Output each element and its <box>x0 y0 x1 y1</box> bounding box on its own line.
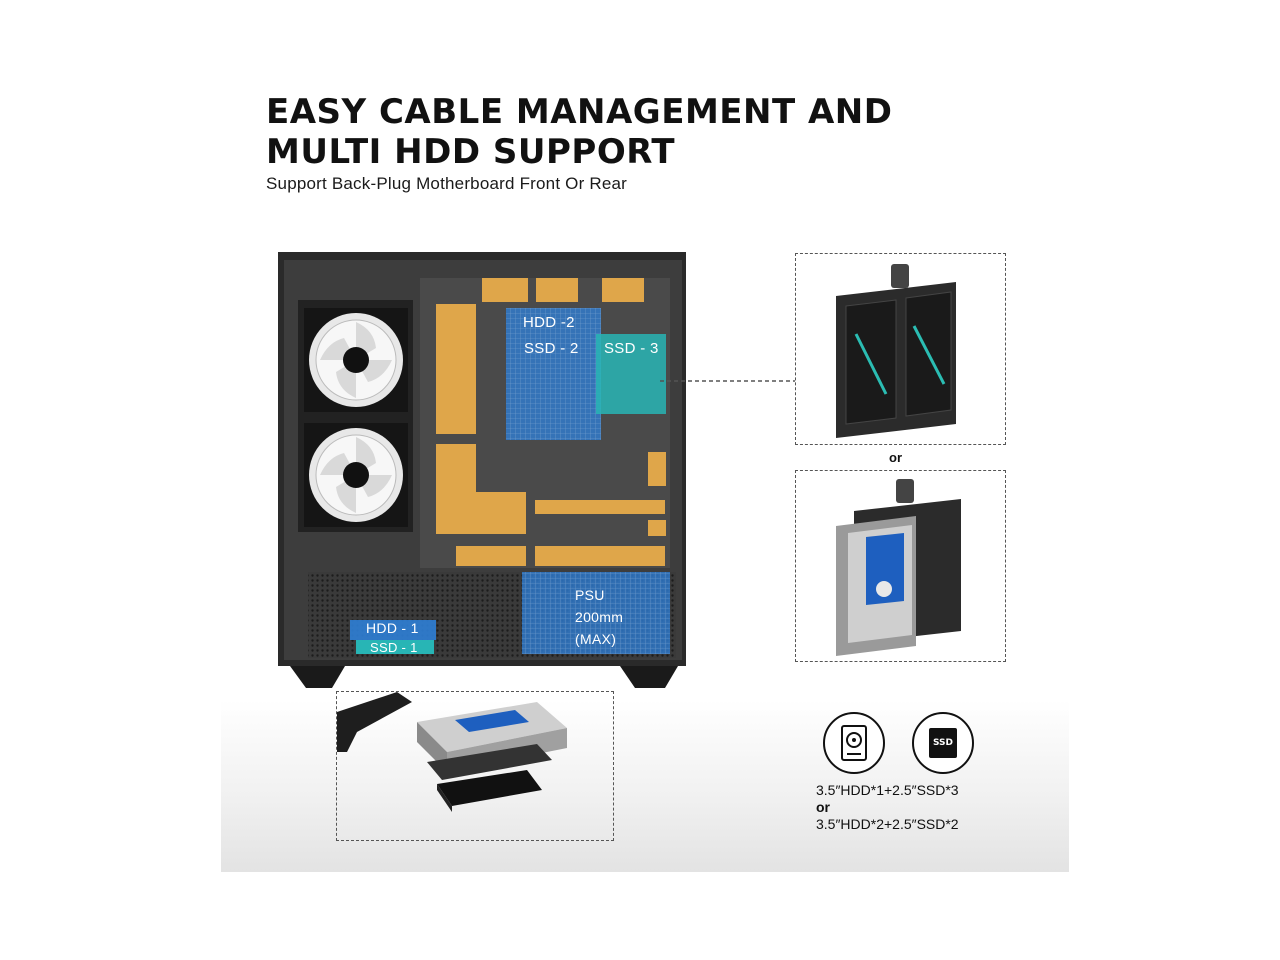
ssd1-overlay <box>356 640 434 654</box>
case-foot-right <box>620 666 678 688</box>
hdd1-overlay <box>350 620 436 640</box>
spec-line-1: 3.5″HDD*1+2.5″SSD*3 <box>816 782 959 798</box>
ssd3-overlay <box>596 334 666 414</box>
callout-line <box>660 380 795 382</box>
hdd1-detail-box <box>336 691 614 841</box>
storage-spec: 3.5″HDD*1+2.5″SSD*3 or 3.5″HDD*2+2.5″SSD… <box>816 782 959 832</box>
ssd1-label: SSD - 1 <box>370 640 418 655</box>
ssd-bracket-image <box>836 264 956 438</box>
hdd1-label: HDD - 1 <box>366 620 419 636</box>
hdd-icon <box>823 712 885 774</box>
bracket-or-label: or <box>889 450 902 465</box>
subtitle: Support Back-Plug Motherboard Front Or R… <box>266 174 628 193</box>
spec-or: or <box>816 799 830 815</box>
psu-label: PSU 200mm (MAX) <box>575 587 624 647</box>
ssd-icon-text: SSD <box>929 728 957 758</box>
hdd-bracket-box <box>795 470 1006 662</box>
title-line-2: MULTI HDD SUPPORT <box>266 132 676 172</box>
ssd-icon: SSD <box>912 712 974 774</box>
fan-icon <box>304 308 408 412</box>
title-line-1: EASY CABLE MANAGEMENT AND <box>266 92 893 132</box>
fan-icon <box>304 423 408 527</box>
ssd3-label: SSD - 3 <box>604 340 659 357</box>
page-title: EASY CABLE MANAGEMENT AND MULTI HDD SUPP… <box>266 92 892 172</box>
hdd-bracket-image <box>836 479 961 656</box>
pc-case-illustration <box>278 252 686 688</box>
cable-routing-cutouts <box>436 278 666 566</box>
ssd2-label: SSD - 2 <box>524 340 579 357</box>
hdd-ssd-stack-image <box>337 692 567 812</box>
spec-line-2: 3.5″HDD*2+2.5″SSD*2 <box>816 816 959 832</box>
hdd2-label: HDD -2 <box>523 314 575 331</box>
dual-ssd-bracket-box <box>795 253 1006 445</box>
case-foot-left <box>290 666 345 688</box>
